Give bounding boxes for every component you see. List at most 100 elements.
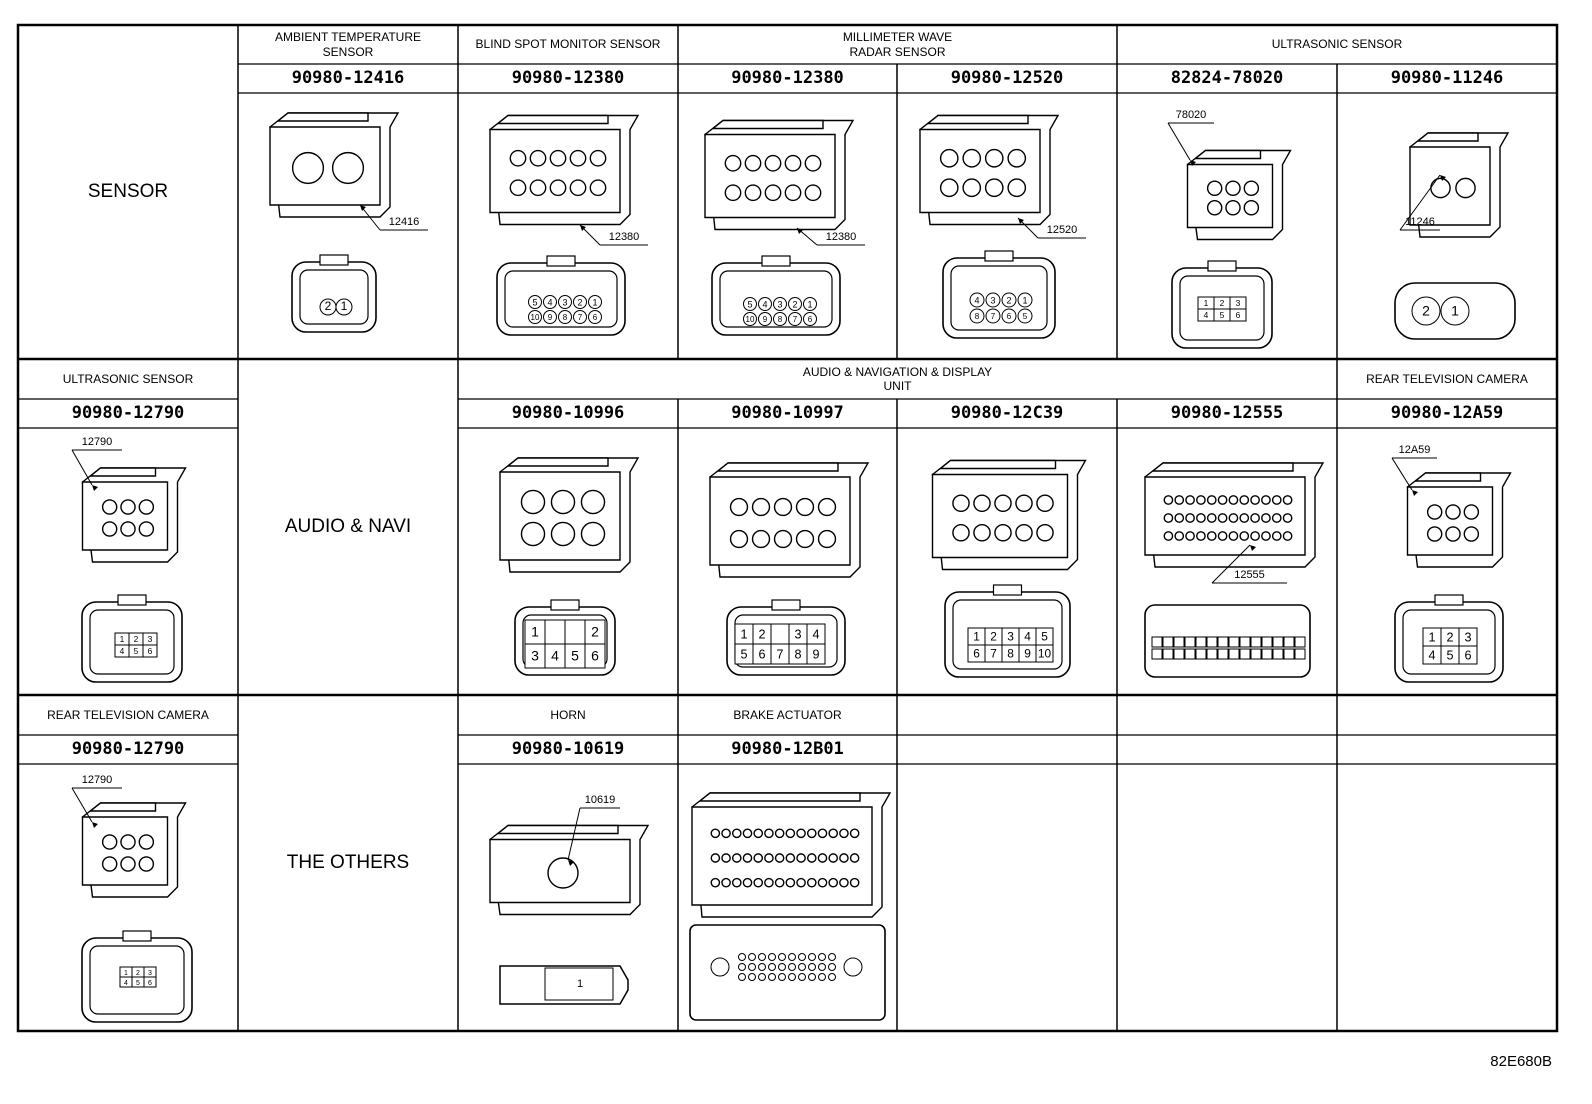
pin-number: 1 — [1428, 630, 1435, 644]
pin-number: 10 — [531, 313, 540, 322]
group-label-sensor: SENSOR — [87, 180, 169, 202]
pin-number: 8 — [794, 647, 801, 661]
part-number-us_a: 82824-78020 — [1170, 68, 1284, 89]
header-horn: HORN — [550, 707, 586, 722]
pin-number: 2 — [1220, 298, 1225, 308]
pin-number: 2 — [990, 630, 997, 644]
header-rear-television-camera: REAR TELEVISION CAMERA — [1366, 371, 1528, 386]
group-label-others: THE OTHERS — [286, 851, 410, 873]
pin-number: 4 — [120, 646, 125, 656]
pin-number: 9 — [763, 315, 768, 324]
part-number-ambient: 90980-12416 — [291, 68, 405, 89]
pin-number: 1 — [1022, 295, 1027, 305]
connector-us-b: 11246 2 1 — [1394, 132, 1516, 340]
pin-number: 6 — [591, 648, 599, 664]
callout-label: 12380 — [609, 231, 640, 243]
pin-number: 4 — [124, 980, 128, 987]
pin-number: 1 — [807, 299, 812, 309]
pin-number: 7 — [990, 647, 997, 661]
part-number-an_a: 90980-10996 — [511, 403, 625, 424]
pin-number: 10 — [746, 315, 755, 324]
pin-number: 3 — [1464, 630, 1471, 644]
pin-number: 3 — [777, 299, 782, 309]
pin-number: 2 — [325, 299, 332, 313]
pin-number: 4 — [974, 295, 979, 305]
pin-number: 6 — [1236, 310, 1241, 320]
header-ultrasonic-sensor: ULTRASONIC SENSOR — [62, 371, 194, 386]
part-number-rtv_b: 90980-12790 — [71, 739, 185, 760]
pin-number: 5 — [571, 648, 579, 664]
header-rear-television-camera: REAR TELEVISION CAMERA — [47, 707, 209, 722]
pin-number: 5 — [1446, 648, 1453, 662]
pin-number: 8 — [1007, 647, 1014, 661]
pin-number: 5 — [747, 299, 752, 309]
pin-number: 5 — [740, 647, 747, 661]
part-number-rtv_a: 90980-12A59 — [1390, 403, 1504, 424]
callout-label: 11246 — [1405, 216, 1435, 228]
part-number-an_b: 90980-10997 — [731, 403, 844, 424]
outer-frame — [16, 23, 1559, 1033]
callout-label: 12A59 — [1399, 444, 1431, 456]
callout-label: 12520 — [1047, 224, 1078, 236]
pin-number: 3 — [1007, 630, 1014, 644]
pin-number: 2 — [577, 297, 582, 307]
callout-label: 12555 — [1234, 569, 1265, 581]
pin-number: 3 — [531, 648, 539, 664]
pin-number: 6 — [148, 980, 152, 987]
pin-number: 5 — [1041, 630, 1048, 644]
document-code: 82E680B — [1490, 1053, 1552, 1070]
pin-number: 7 — [776, 647, 783, 661]
part-number-horn: 90980-10619 — [511, 739, 625, 760]
part-number-blind_spot: 90980-12380 — [511, 68, 625, 89]
pin-number: 3 — [562, 297, 567, 307]
pin-number: 6 — [973, 647, 980, 661]
pin-number: 9 — [1024, 647, 1031, 661]
pin-number: 8 — [778, 315, 783, 324]
pin-number: 4 — [1428, 648, 1435, 662]
pin-number: 3 — [148, 970, 152, 977]
part-number-mm_a: 90980-12380 — [731, 68, 844, 89]
callout-label: 12380 — [826, 231, 857, 243]
group-label-audio-navi: AUDIO & NAVI — [284, 515, 412, 537]
pin-number: 6 — [148, 646, 153, 656]
pin-number: 2 — [134, 634, 139, 644]
pin-number: 1 — [1451, 303, 1459, 319]
part-number-an_c: 90980-12C39 — [950, 403, 1064, 424]
pin-number: 2 — [1422, 303, 1430, 319]
pin-number: 3 — [148, 634, 153, 644]
pin-number: 2 — [792, 299, 797, 309]
connector-an-d: 12555 — [1144, 462, 1325, 678]
pin-number: 4 — [1024, 630, 1031, 644]
part-number-mm_b: 90980-12520 — [950, 68, 1064, 89]
pin-number: 8 — [975, 312, 980, 321]
pin-number: 1 — [120, 634, 125, 644]
pin-number: 7 — [793, 315, 798, 324]
pin-number: 6 — [1007, 312, 1012, 321]
pin-number: 4 — [547, 297, 552, 307]
pin-number: 6 — [1464, 648, 1471, 662]
pin-number: 1 — [124, 970, 128, 977]
pin-number: 2 — [1006, 295, 1011, 305]
pin-number: 7 — [991, 312, 996, 321]
header-audio-navigation-display-unit: AUDIO & NAVIGATION & DISPLAY UNIT — [802, 364, 993, 393]
pin-number: 2 — [758, 627, 765, 641]
header-ultrasonic-sensor: ULTRASONIC SENSOR — [1271, 37, 1403, 52]
pin-number: 6 — [593, 313, 598, 322]
pin-number: 2 — [591, 624, 599, 640]
pin-number: 5 — [136, 980, 140, 987]
header-blind-spot-monitor-sensor: BLIND SPOT MONITOR SENSOR — [475, 37, 661, 52]
pin-number: 7 — [578, 313, 583, 322]
pin-number: 3 — [1236, 298, 1241, 308]
header-brake-actuator: BRAKE ACTUATOR — [733, 707, 842, 722]
pin-number: 8 — [563, 313, 568, 322]
pin-number: 1 — [740, 627, 747, 641]
